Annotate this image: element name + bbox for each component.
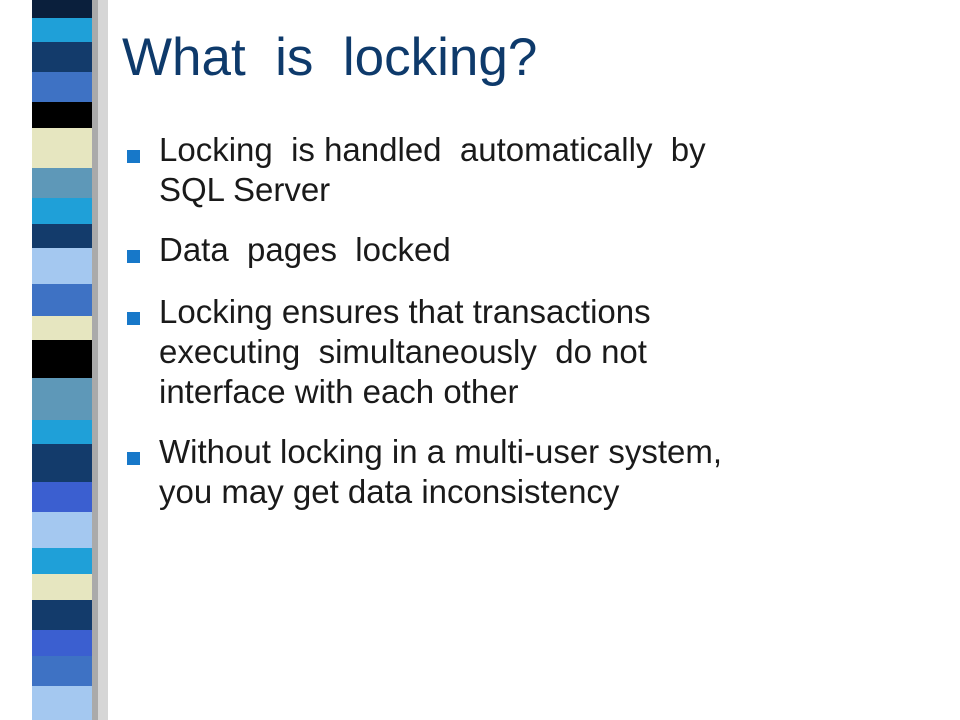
square-bullet-icon xyxy=(127,150,140,163)
stripe-segment xyxy=(32,18,92,42)
stripe-segment xyxy=(32,630,92,656)
stripe-segment xyxy=(32,128,92,168)
stripe-segment xyxy=(32,482,92,512)
square-bullet-icon xyxy=(127,452,140,465)
stripe-segment xyxy=(32,168,92,198)
stripe-pattern xyxy=(32,0,108,720)
stripe-segment xyxy=(32,656,92,686)
stripe-shadow xyxy=(92,0,108,720)
decorative-stripe-bar xyxy=(0,0,108,720)
stripe-segment xyxy=(32,548,92,574)
bullet-text: Data pages locked xyxy=(159,231,451,268)
stripe-segment xyxy=(32,420,92,444)
stripe-segment xyxy=(32,378,92,420)
bullet-item: Locking is handled automatically by SQL … xyxy=(122,130,922,210)
bullet-list: Locking is handled automatically by SQL … xyxy=(122,130,922,532)
stripe-segment xyxy=(32,0,92,18)
bullet-item: Locking ensures that transactions execut… xyxy=(122,292,922,412)
bullet-text: Without locking in a multi-user system, … xyxy=(159,433,723,510)
bullet-text: Locking is handled automatically by SQL … xyxy=(159,131,706,208)
bullet-text: Locking ensures that transactions execut… xyxy=(159,293,651,410)
bullet-item: Without locking in a multi-user system, … xyxy=(122,432,922,512)
stripe-segment xyxy=(32,340,92,378)
stripe-segment xyxy=(32,72,92,102)
square-bullet-icon xyxy=(127,312,140,325)
stripe-segment xyxy=(32,42,92,72)
stripe-segment xyxy=(32,284,92,316)
stripe-segment xyxy=(32,224,92,248)
stripe-segment xyxy=(32,574,92,600)
stripe-shadow-inner xyxy=(92,0,98,720)
stripe-segment xyxy=(32,444,92,482)
stripe-segment xyxy=(32,600,92,630)
stripe-segment xyxy=(32,102,92,128)
stripe-segment xyxy=(32,512,92,548)
stripe-segment xyxy=(32,198,92,224)
stripe-segment xyxy=(32,316,92,340)
bullet-item: Data pages locked xyxy=(122,230,922,270)
slide-title: What is locking? xyxy=(122,28,538,87)
square-bullet-icon xyxy=(127,250,140,263)
stripe-segment xyxy=(32,686,92,720)
stripe-segment xyxy=(32,248,92,284)
